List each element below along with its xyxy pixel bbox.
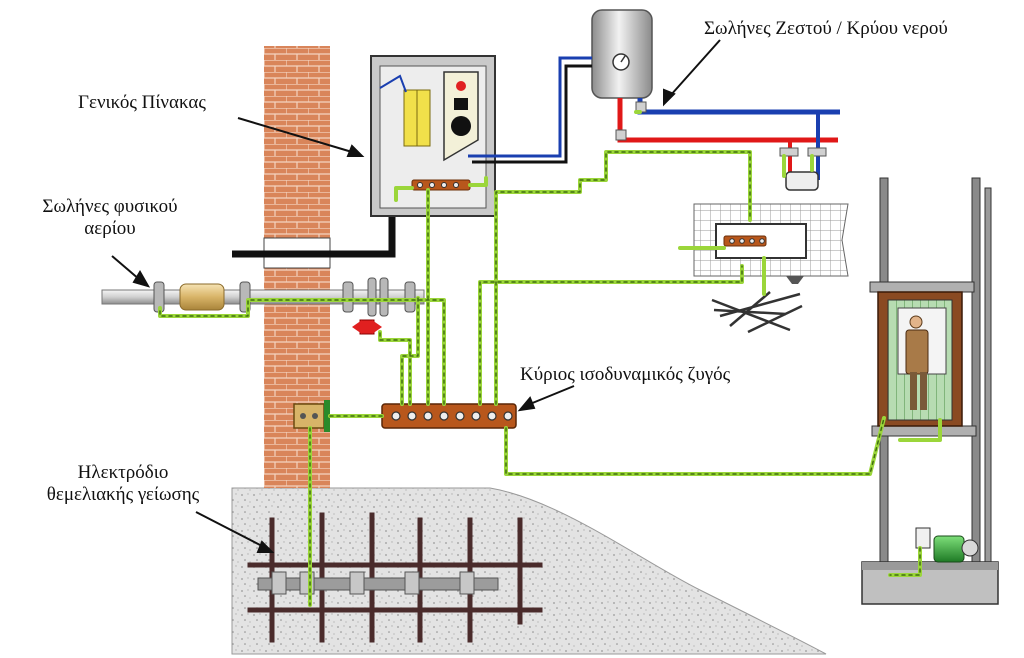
- label-electrode-line1: Ηλεκτρόδιο: [77, 462, 169, 483]
- label-electrode-line2: θεμελιακής γείωσης: [46, 484, 200, 505]
- label-gas-pipes-line2: αερίου: [84, 218, 136, 239]
- label-foundation-electrode: Ηλεκτρόδιο θεμελιακής γείωσης: [18, 462, 228, 506]
- elevator: [861, 177, 999, 605]
- person-figure: [905, 315, 929, 410]
- annotation-arrows: [111, 39, 721, 553]
- bath-equipotential-area: [693, 203, 849, 334]
- label-gas-pipes-line1: Σωλήνες φυσικού: [42, 196, 178, 217]
- label-gas-pipes: Σωλήνες φυσικού αερίου: [20, 196, 200, 240]
- insulating-coupling: [352, 319, 382, 335]
- label-water-pipes: Σωλήνες Ζεστού / Κρύου νερού: [704, 18, 948, 39]
- water-pipes: [615, 98, 840, 191]
- earth-terminal: [293, 400, 330, 432]
- gas-pipe: [101, 277, 425, 335]
- foundation-electrode: [247, 512, 543, 643]
- protective-conductors: [158, 110, 942, 607]
- label-main-panel: Γενικός Πίνακας: [78, 92, 206, 113]
- label-main-busbar: Κύριος ισοδυναμικός ζυγός: [520, 364, 731, 385]
- main-distribution-panel: [370, 55, 496, 217]
- water-heater: [591, 9, 653, 99]
- main-equipotential-busbar: [381, 403, 517, 429]
- elevator-motor: [915, 527, 979, 563]
